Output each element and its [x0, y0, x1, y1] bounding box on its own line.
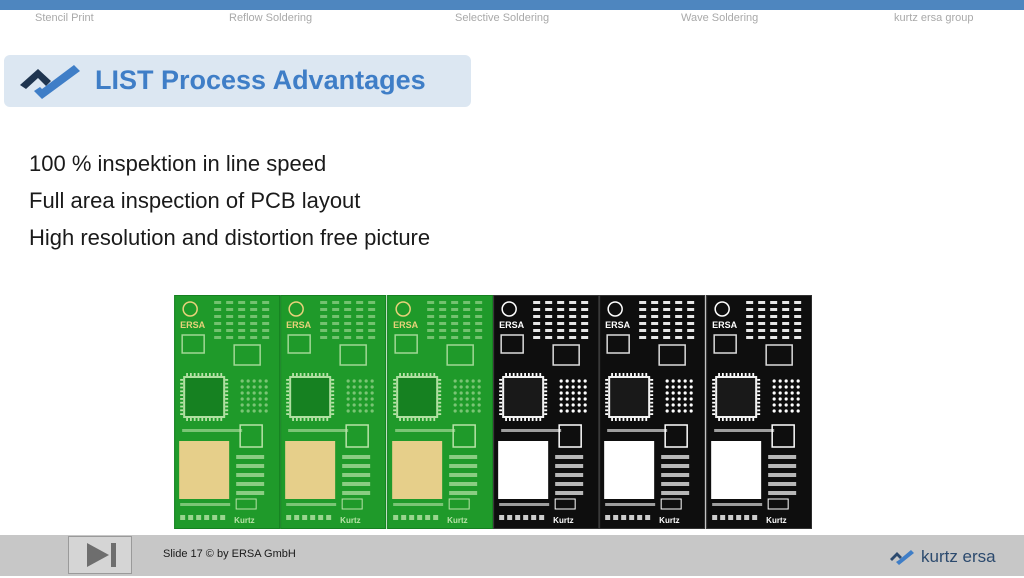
- nav-item-kurtz-ersa-group[interactable]: kurtz ersa group: [894, 12, 974, 24]
- skip-forward-icon: [87, 543, 116, 567]
- slide-title: LIST Process Advantages: [95, 65, 426, 95]
- pcb-color-image: ERSA Kurtz: [280, 295, 387, 529]
- slide-title-box: LIST Process Advantages: [4, 55, 471, 107]
- bullet-list: 100 % inspektion in line speed Full area…: [29, 150, 430, 261]
- svg-text:Kurtz: Kurtz: [340, 516, 360, 525]
- svg-text:ERSA: ERSA: [286, 320, 312, 330]
- svg-text:Kurtz: Kurtz: [234, 516, 254, 525]
- svg-text:Kurtz: Kurtz: [659, 516, 679, 525]
- nav-item-wave-soldering[interactable]: Wave Soldering: [681, 12, 759, 24]
- pcb-bw-image: ERSA Kurtz: [705, 295, 812, 529]
- check-swoosh-icon: [890, 550, 914, 565]
- next-slide-button[interactable]: [68, 536, 132, 574]
- brand-logo: kurtz ersa: [889, 546, 996, 568]
- svg-text:Kurtz: Kurtz: [553, 516, 573, 525]
- pcb-bw-image: ERSA Kurtz: [599, 295, 706, 529]
- svg-text:ERSA: ERSA: [180, 320, 206, 330]
- svg-text:ERSA: ERSA: [393, 320, 419, 330]
- svg-text:Kurtz: Kurtz: [766, 516, 786, 525]
- svg-text:ERSA: ERSA: [712, 320, 738, 330]
- svg-text:Kurtz: Kurtz: [447, 516, 467, 525]
- bullet-item: Full area inspection of PCB layout: [29, 188, 361, 213]
- footer-bar: Slide 17 © by ERSA GmbH kurtz ersa: [0, 535, 1024, 576]
- pcb-color-image: ERSA Kurtz: [386, 295, 493, 529]
- nav-item-reflow-soldering[interactable]: Reflow Soldering: [229, 12, 313, 24]
- brand-name: kurtz ersa: [921, 547, 996, 566]
- pcb-color-image: ERSA Kurtz: [174, 295, 281, 529]
- nav-item-selective-soldering[interactable]: Selective Soldering: [455, 12, 550, 24]
- top-accent-bar: [0, 0, 1024, 10]
- slide-number: Slide 17 © by ERSA GmbH: [163, 548, 296, 560]
- svg-text:ERSA: ERSA: [499, 320, 525, 330]
- bullet-item: 100 % inspektion in line speed: [29, 151, 327, 176]
- check-swoosh-icon: [20, 65, 80, 99]
- pcb-bw-image: ERSA Kurtz: [493, 295, 600, 529]
- bullet-item: High resolution and distortion free pict…: [29, 225, 431, 250]
- svg-text:ERSA: ERSA: [605, 320, 631, 330]
- nav-item-stencil-print[interactable]: Stencil Print: [35, 12, 94, 24]
- section-nav: Stencil Print Reflow Soldering Selective…: [0, 12, 1024, 30]
